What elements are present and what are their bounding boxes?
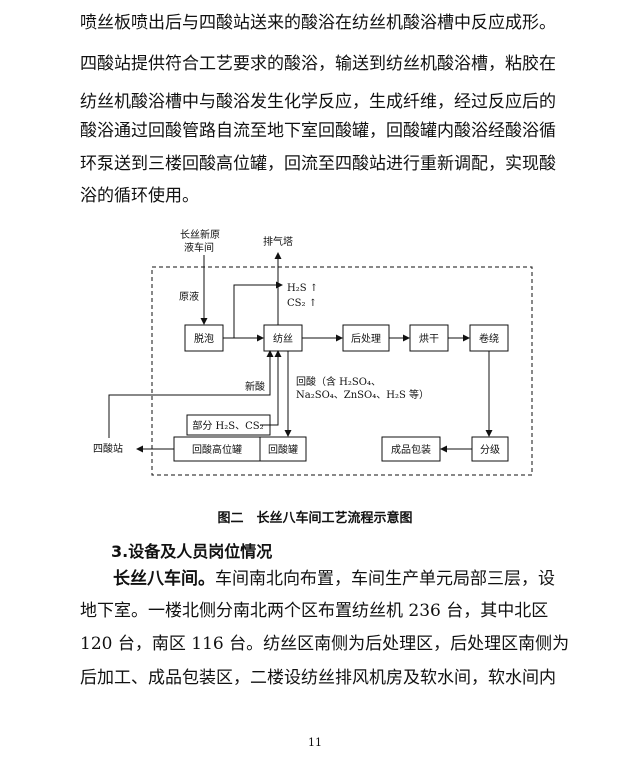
- high-tank-box: [173, 436, 261, 462]
- return-tank-label: 回酸罐: [268, 443, 298, 456]
- grading-label: 分级: [480, 444, 500, 456]
- workshop-boundary: [151, 266, 533, 476]
- source-label: 长丝新原: [180, 228, 220, 241]
- process-flow-diagram: 长丝新原 液车间 排气塔 原液 H₂S ↑ CS₂ ↑ 新酸 回酸（含 H₂SO…: [93, 228, 533, 476]
- paragraph-line: 纺丝机酸浴槽中与酸浴发生化学反应，生成纤维，经过反应后的: [80, 92, 556, 112]
- spinning-box: [263, 324, 303, 352]
- paragraph-line: 120 台，南区 116 台。纺丝区南侧为后处理区，后处理区南侧为: [80, 634, 570, 654]
- paragraph-lead: 长丝八车间。: [113, 569, 215, 589]
- new-acid-label: 新酸: [245, 380, 265, 393]
- packaging-label: 成品包装: [391, 443, 431, 456]
- flow-arrows: [108, 252, 493, 453]
- paragraph-line: 浴的循环使用。: [80, 186, 199, 206]
- cs2-label: CS₂ ↑: [287, 298, 317, 309]
- acid-station-label: 四酸站: [93, 442, 123, 455]
- post-treatment-label: 后处理: [351, 333, 381, 345]
- paragraph-line: 四酸站提供符合工艺要求的酸浴，输送到纺丝机酸浴槽，粘胶在: [80, 54, 556, 74]
- paragraph-line: 环泵送到三楼回酸高位罐，回流至四酸站进行重新调配，实现酸: [80, 154, 556, 174]
- spinning-label: 纺丝: [273, 332, 293, 345]
- drying-label: 烘干: [419, 333, 439, 345]
- paragraph-line: 长丝八车间。车间南北向布置，车间生产单元局部三层，设: [113, 571, 555, 588]
- winding-label: 卷绕: [479, 332, 499, 345]
- raw-liquid-label: 原液: [179, 290, 199, 303]
- packaging-box: [381, 436, 441, 462]
- figure-caption: 图二 长丝八车间工艺流程示意图: [217, 511, 413, 526]
- paragraph-line: 酸浴通过回酸管路自流至地下室回酸罐，回酸罐内酸浴经酸浴循: [80, 121, 556, 141]
- page-number: 11: [308, 736, 322, 749]
- paragraph-line: 地下室。一楼北侧分南北两个区布置纺丝机 236 台，其中北区: [80, 601, 549, 621]
- section-heading: 3.设备及人员岗位情况: [111, 542, 273, 561]
- return-acid-label: Na₂SO₄、ZnSO₄、H₂S 等）: [296, 388, 429, 401]
- degas-box: [184, 324, 224, 352]
- h2s-label: H₂S ↑: [287, 283, 318, 294]
- source-label: 液车间: [184, 241, 214, 254]
- exhaust-tower-label: 排气塔: [263, 235, 293, 248]
- high-tank-label: 回酸高位罐: [192, 443, 242, 456]
- degas-label: 脱泡: [194, 332, 214, 345]
- partial-gas-label: 部分 H₂S、CS₂: [192, 419, 263, 432]
- return-tank-box: [259, 436, 307, 462]
- paragraph-line: 后加工、成品包装区，二楼设纺丝排风机房及软水间，软水间内: [80, 668, 556, 688]
- drying-box: [409, 324, 449, 352]
- paragraph-text: 车间南北向布置，车间生产单元局部三层，设: [215, 569, 555, 589]
- return-acid-label: 回酸（含 H₂SO₄、: [296, 375, 381, 388]
- paragraph-line: 喷丝板喷出后与四酸站送来的酸浴在纺丝机酸浴槽中反应成形。: [80, 13, 556, 33]
